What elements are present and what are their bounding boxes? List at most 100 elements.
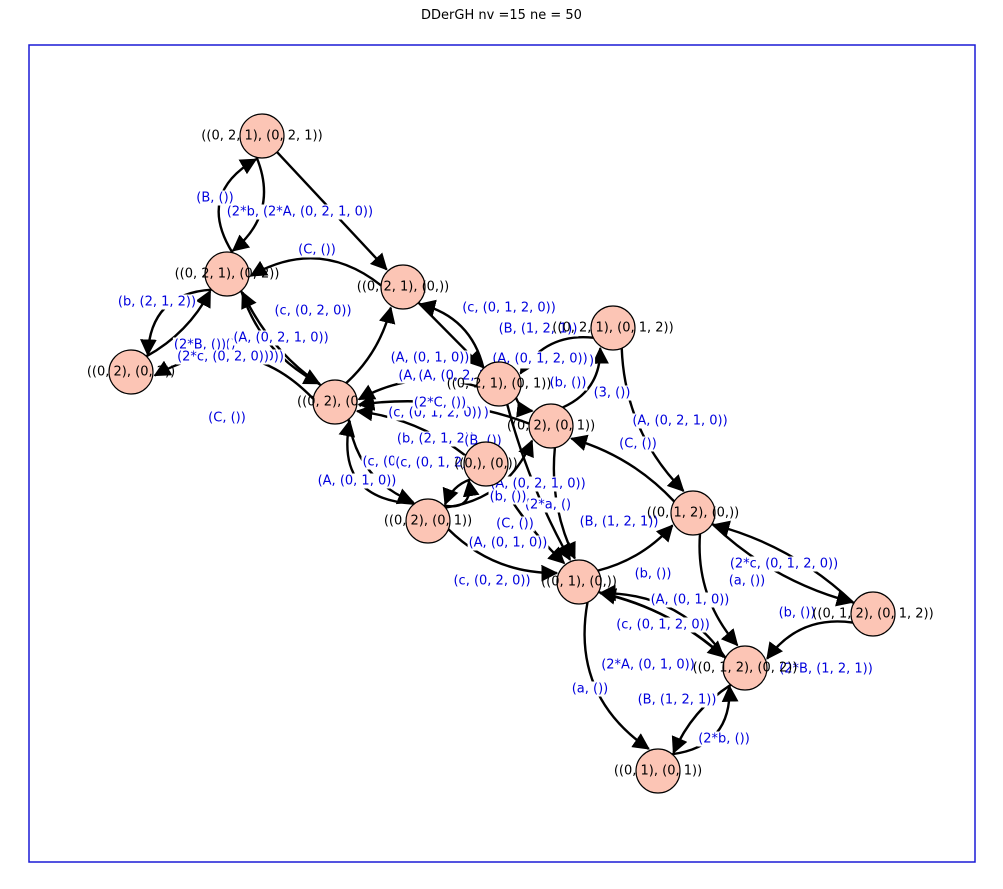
edge-label: (B, (1, 2, 1)) (497, 321, 579, 337)
node-label: ((0, 1, 2), (0, 1, 2)) (812, 607, 933, 622)
edge-label-text: (B, (1, 2, 1)) (580, 515, 659, 530)
edge-label: (A, (0, 1, 0)) (467, 535, 549, 551)
edge-label: (A, (0, 1, 0)) (389, 350, 471, 366)
edge-label: (b, ()) (488, 489, 528, 505)
node-circle (528, 403, 574, 449)
edge-label-text: (A, (0, 1, 0)) (651, 593, 730, 608)
edge-label-text: (A, (0, 2, 1, 0)) (233, 331, 328, 346)
node-circle (476, 361, 522, 407)
graph-edge (597, 524, 674, 572)
graph-node: ((0, 2, 1), (0, 2, 1)) (201, 113, 323, 159)
graph-node: ((0, 2), (0, 1)) (384, 498, 472, 544)
edge-label-text: (b, ()) (550, 376, 587, 391)
node-label: ((0, 2, 1), (0, 2, 1)) (201, 129, 322, 144)
graph-edge (442, 478, 471, 506)
edge-label: (2*A, (0, 1, 0)) (600, 657, 696, 673)
edge-label-text: (3, ()) (594, 386, 631, 401)
graph-title: DDerGH nv =15 ne = 50 (421, 8, 582, 23)
node-label: ((0,), (0,)) (454, 457, 518, 472)
graph-node: ((0, 2, 1), (0, 2)) (175, 251, 280, 297)
graph-edge (345, 306, 396, 384)
edge-label: (A, (0, 1, 0)) (649, 592, 731, 608)
edge-label-text: (2*A, (0, 1, 0)) (601, 658, 695, 673)
node-label: ((0, 1), (0, 1)) (614, 764, 702, 779)
edge-label-text: (c, (0, 2, 0)) (453, 574, 530, 589)
edge-label-text: (B, ()) (196, 191, 233, 206)
edge-label: (A, (0, 2, 1, 0)) (232, 330, 330, 346)
edge-label-text: (b, ()) (490, 490, 527, 505)
node-circle (108, 349, 154, 395)
edge-label-text: (b, (2, 1, 2)) (397, 432, 475, 447)
graph-edge (447, 528, 559, 582)
edge-label-text: (A, (0, 1, 0)) (318, 474, 397, 489)
edge-label: (c, (0, 1, 2, 0)) (615, 617, 711, 633)
graph-edge (355, 404, 467, 457)
edge-label: (C, ()) (297, 242, 337, 258)
edge-label-text: (2*B, ()) (174, 338, 226, 353)
node-label: ((0, 2, 1), (0, 2)) (175, 267, 280, 282)
edge-label-text: (a, ()) (729, 574, 766, 589)
graph-node: ((0, 1), (0,)) (541, 559, 617, 605)
node-circle (722, 645, 768, 691)
graph-edge (766, 620, 853, 660)
graph-edge (514, 397, 534, 418)
edge-label: (A, (0, 2, 1, 0)) (489, 476, 587, 492)
edge-label-text: (A, (0, 1, 0)) (391, 351, 470, 366)
graph-edge (562, 346, 609, 409)
graph-node: ((0, 2, 1), (0, 1)) (447, 361, 551, 407)
graph-node: ((0,), (0,)) (454, 441, 518, 487)
graph-node: ((0, 2, 1), (0,)) (357, 264, 449, 310)
node-label: ((0, 2), (0, 1)) (384, 514, 472, 529)
graph-edge (712, 520, 855, 605)
graph-node: ((0, 2), (0, 1)) (507, 403, 595, 449)
edge-label: (2*a, () (523, 497, 573, 513)
graph-edge (145, 289, 212, 358)
node-circle (590, 305, 636, 351)
node-circle (463, 441, 509, 487)
edge-label: (B, (1, 2, 1)) (578, 514, 660, 530)
graph-edge (598, 584, 727, 659)
edge-label-text: (a, ()) (572, 682, 609, 697)
edge-label-text: (b, ()) (635, 567, 672, 582)
edge-label: (b, (2, 1, 2)) (395, 431, 477, 447)
node-circle (239, 113, 285, 159)
edge-label: (A, (0, 1, 2, 0)) (491, 351, 589, 367)
edge-label: (B, (1, 2, 1)) (636, 692, 718, 708)
graph-edge (417, 301, 484, 368)
node-circle (556, 559, 602, 605)
edge-label: (C, ()) (618, 436, 658, 452)
node-label: ((0, 1, 2), (0, 2)) (693, 661, 798, 676)
edge-label: (2*B, ()) (172, 337, 228, 353)
edge-label-text: (A, (0, 2, 1, 0)) (490, 477, 585, 492)
node-circle (380, 264, 426, 310)
edge-label-text: (2*a, () (525, 498, 571, 513)
edge-labels-layer: (B, ())(2*b, ()(2*A, (0, 2, 1, 0))(C, ()… (116, 190, 874, 747)
edge-label-text: (2*c, (0, 1, 2, 0)) (730, 557, 838, 572)
edge-label: (C, ()) (495, 516, 535, 532)
graph-edge (570, 434, 676, 503)
edge-label-text: (2*B, (1, 2, 1)) (779, 662, 873, 677)
edge-label-text: (B, (1, 2, 1)) (499, 322, 578, 337)
edge-label-text: (A, (0, 2, 1, 0)) (632, 414, 727, 429)
edge-label-text: (A, (0, 1, 0)) (469, 536, 548, 551)
plot-frame (28, 44, 976, 863)
edge-label: (b, (2, 1, 2)) (116, 294, 198, 310)
edge-label: (c, (0, 2, 0)) (452, 573, 532, 589)
node-label: ((0, 2), (0,)) (297, 395, 373, 410)
edge-label-text: (2*C, ()) (414, 396, 466, 411)
edge-label-text: (C, ()) (496, 517, 534, 532)
edge-label: (2*c, (0, 1, 2, 0)) (728, 556, 840, 572)
node-circle (670, 490, 716, 536)
edge-label: (c, (0, 1, 2, 0)) (461, 300, 557, 316)
edge-label: (3, ()) (592, 385, 632, 401)
node-circle (405, 498, 451, 544)
graph-node: ((0, 1, 2), (0, 2)) (693, 645, 798, 691)
edge-label: (a, ()) (727, 573, 767, 589)
edge-label: (A, (0, 2, 1, 0)) (631, 413, 729, 429)
edge-label-text: (2*b, () (227, 205, 274, 220)
edge-label: (b, ()) (548, 375, 588, 391)
edge-label-text: (c, (0, 2, 0)) (274, 304, 351, 319)
edge-label-text: (A, (0, 1, 2, 0)) (492, 352, 587, 367)
edge-label: (C, ()) (207, 410, 247, 426)
